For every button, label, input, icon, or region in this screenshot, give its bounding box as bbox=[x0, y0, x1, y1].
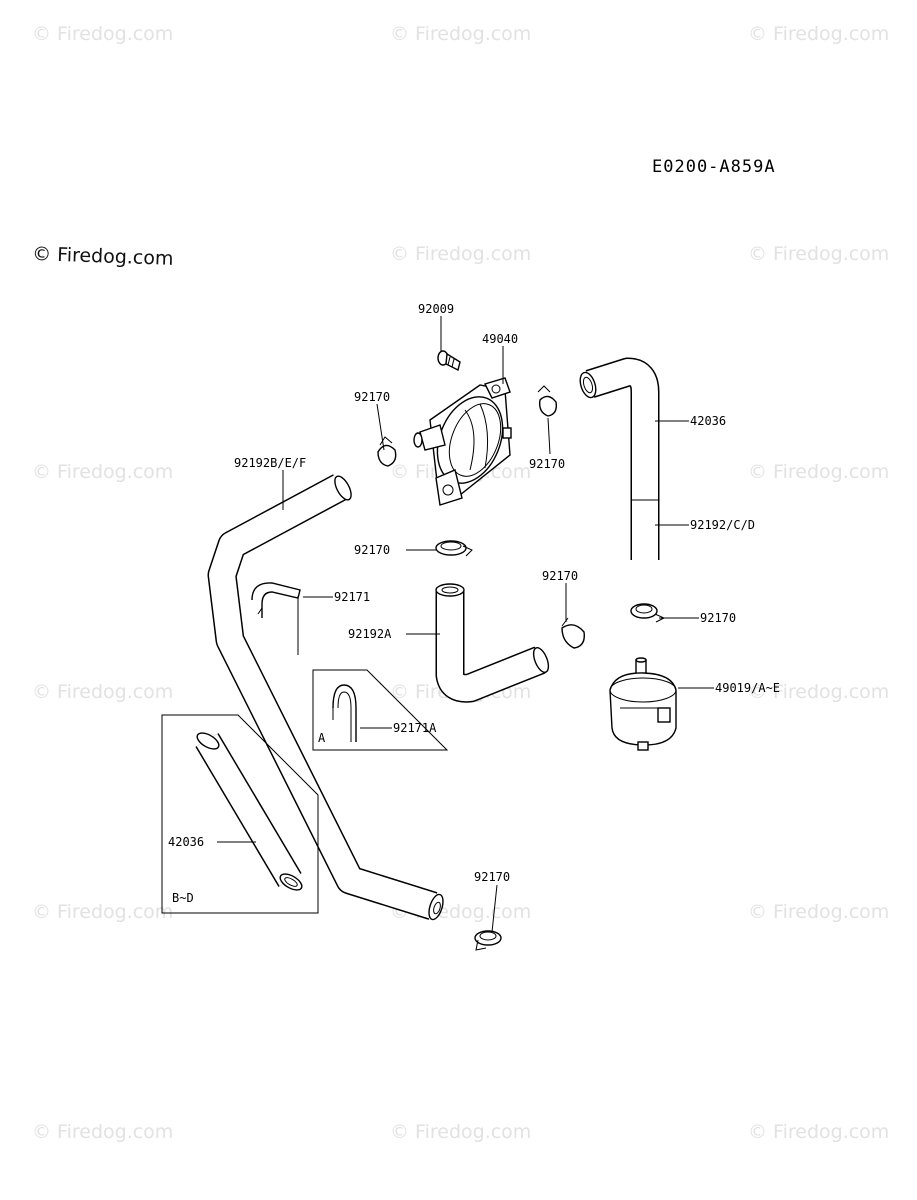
watermark: © Firedog.com bbox=[32, 1121, 173, 1143]
watermark: © Firedog.com bbox=[32, 901, 173, 923]
label-clamp-pump-right: 92170 bbox=[529, 457, 565, 471]
watermark: © Firedog.com bbox=[748, 243, 889, 265]
hose-clamp bbox=[474, 930, 502, 951]
watermark: © Firedog.com bbox=[32, 23, 173, 45]
label-clamp-bottom: 92170 bbox=[474, 870, 510, 884]
watermark: © Firedog.com bbox=[390, 243, 531, 265]
label-hose-right-lower: 92192/C/D bbox=[690, 518, 755, 532]
inset-label-a: A bbox=[318, 731, 326, 745]
label-clamp-mid: 92170 bbox=[542, 569, 578, 583]
watermark: © Firedog.com bbox=[748, 901, 889, 923]
watermark: © Firedog.com bbox=[390, 1121, 531, 1143]
hose-long-left bbox=[207, 474, 444, 921]
watermark: © Firedog.com bbox=[32, 681, 173, 703]
hose-clip bbox=[251, 582, 301, 655]
watermark: © Firedog.com bbox=[32, 461, 173, 483]
label-clip-inset: 92171A bbox=[393, 721, 437, 735]
label-clamp-filter-top: 92170 bbox=[700, 611, 736, 625]
inset-box-bd: B~D bbox=[161, 714, 319, 914]
hose-clamp bbox=[435, 540, 473, 557]
watermark: © Firedog.com bbox=[748, 681, 889, 703]
diagram-code: E0200-A859A bbox=[652, 157, 776, 177]
hose-mid bbox=[435, 583, 550, 703]
watermark: © Firedog.com bbox=[748, 23, 889, 45]
label-hose-long-left: 92192B/E/F bbox=[234, 456, 306, 470]
fuel-pump bbox=[413, 377, 512, 506]
fuel-filter bbox=[609, 657, 677, 751]
hose-clamp bbox=[537, 385, 558, 417]
bolt bbox=[437, 350, 461, 372]
label-bolt: 92009 bbox=[418, 302, 454, 316]
label-hose-right-top: 42036 bbox=[690, 414, 726, 428]
leader-lines bbox=[217, 316, 714, 933]
label-fuel-pump: 49040 bbox=[482, 332, 518, 346]
label-hose-mid: 92192A bbox=[348, 627, 392, 641]
part-labels: 92009 49040 92170 92170 42036 92192B/E/F… bbox=[168, 302, 780, 884]
hose-clamp bbox=[561, 617, 585, 649]
watermark: © Firedog.com bbox=[748, 1121, 889, 1143]
watermark: © Firedog.com bbox=[390, 23, 531, 45]
inset-label-bd: B~D bbox=[172, 891, 194, 905]
label-fuel-filter: 49019/A~E bbox=[715, 681, 780, 695]
inset-box-a: A bbox=[312, 669, 449, 751]
label-clamp-pump-bottom: 92170 bbox=[354, 543, 390, 557]
watermark-main: © Firedog.com bbox=[32, 243, 174, 270]
hose-clamp bbox=[377, 436, 397, 467]
label-clamp-pump-left: 92170 bbox=[354, 390, 390, 404]
hose-right bbox=[579, 357, 660, 560]
label-hose-inset: 42036 bbox=[168, 835, 204, 849]
hose-clamp bbox=[630, 603, 666, 623]
label-clip: 92171 bbox=[334, 590, 370, 604]
watermark-layer: © Firedog.com © Firedog.com © Firedog.co… bbox=[32, 23, 889, 1143]
watermark: © Firedog.com bbox=[748, 461, 889, 483]
